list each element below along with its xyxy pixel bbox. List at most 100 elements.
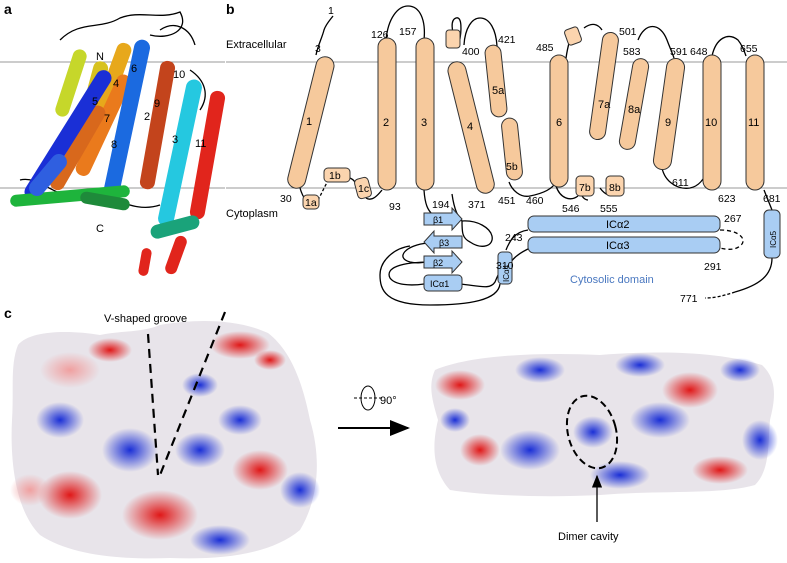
groove-dash-left (146, 333, 160, 476)
label-beta2: β2 (433, 258, 443, 268)
helix-1 (287, 56, 335, 189)
beta-strand-1 (423, 206, 463, 232)
patch-l12 (280, 472, 320, 508)
res-485: 485 (536, 42, 554, 54)
rotation-indicator: 90° (338, 385, 410, 436)
res-460: 460 (526, 195, 544, 207)
label-helix-9: 9 (665, 117, 671, 129)
label-ica3: ICα3 (606, 240, 629, 252)
res-648: 648 (690, 46, 708, 58)
loop-8a-9 (637, 25, 675, 59)
patch-l2 (88, 338, 132, 362)
cytosolic-domain (423, 206, 781, 292)
patch-l15 (182, 373, 218, 397)
helix-cartoon-3 (158, 79, 202, 227)
extracellular-label: Extracellular (226, 39, 287, 51)
res-3: 3 (315, 43, 321, 55)
coil-top (59, 11, 184, 41)
patch-l14 (190, 525, 250, 555)
helix-cartoon-teal (150, 215, 200, 239)
res-771: 771 (680, 293, 698, 305)
res-267: 267 (724, 213, 742, 225)
helix-cartoon-red-bottom (165, 235, 187, 275)
patch-l6 (175, 432, 225, 468)
helix-1c (354, 176, 372, 200)
label-helix-6: 6 (556, 117, 562, 129)
loop-10-11 (711, 35, 747, 57)
patch-r5 (720, 358, 760, 382)
res-681: 681 (763, 193, 781, 205)
res-546: 546 (562, 203, 580, 215)
helix-1a (302, 194, 320, 210)
res-1: 1 (328, 5, 334, 17)
helix-cartoon-top-yellow (55, 49, 87, 117)
panel-label-c: c (4, 305, 12, 321)
label-helix-8b: 8b (609, 182, 621, 194)
cartoon-num-6: 6 (131, 63, 137, 75)
label-helix-1: 1 (306, 116, 312, 128)
patch-r12 (440, 408, 470, 432)
helix-7b (575, 175, 595, 197)
res-371: 371 (468, 199, 486, 211)
helix-11 (745, 54, 765, 191)
helix-10 (702, 54, 722, 191)
helix-cartoon-green-horizontal (10, 185, 130, 207)
res-126: 126 (371, 29, 389, 41)
short-helices (302, 26, 625, 210)
patch-r7 (500, 430, 560, 470)
loop-ica2-ica3 (719, 229, 744, 250)
panel-a-cartoon: N C 5 4 6 7 2 9 8 10 3 11 (0, 11, 226, 276)
helix-cartoon-red-small (138, 248, 152, 276)
cytoplasm-label: Cytoplasm (226, 208, 278, 220)
surface-top-view: Dimer cavity (431, 352, 778, 543)
label-ica5: ICα5 (769, 230, 778, 248)
res-591: 591 (670, 46, 688, 58)
label-helix-3: 3 (421, 117, 427, 129)
coil-right (189, 69, 206, 111)
helix-8b (605, 175, 625, 197)
loop-b1-b3 (461, 220, 493, 247)
helix-cartoon-2 (101, 39, 151, 207)
coil-top-right (159, 25, 196, 46)
panel-b-topology: Extracellular Cytoplasm (226, 5, 787, 306)
panel-label-a: a (4, 1, 12, 17)
patch-l10 (38, 471, 102, 519)
label-helix-4: 4 (467, 121, 473, 133)
patch-l13 (36, 402, 84, 438)
helix-3 (415, 37, 435, 191)
beta-strand-2 (423, 249, 463, 275)
patch-r3 (615, 353, 665, 377)
patch-l4 (254, 350, 286, 370)
helix-small-485 (564, 26, 582, 46)
dimer-cavity-outline (565, 394, 619, 470)
helix-9 (652, 57, 686, 171)
patch-r10 (692, 456, 748, 484)
patch-l8 (232, 450, 288, 490)
patch-r13 (573, 416, 613, 448)
label-helix-10: 10 (705, 117, 717, 129)
cartoon-helices (10, 39, 226, 276)
cartoon-num-4: 4 (113, 78, 119, 90)
label-helix-11: 11 (748, 117, 759, 129)
loop-11-ica5 (763, 189, 773, 211)
patch-r1 (435, 370, 485, 400)
helix-cartoon-blue-short (29, 153, 67, 197)
patch-l5 (102, 428, 158, 472)
helix-5a (484, 44, 508, 118)
helix-ica5 (763, 209, 781, 259)
helix-6 (549, 54, 569, 188)
helix-labels: 1 2 3 4 5a 5b 6 7a 7b 8a 8b 9 10 11 1a 1… (305, 85, 778, 289)
patch-l7 (218, 405, 262, 435)
res-555: 555 (600, 203, 618, 215)
res-243: 243 (505, 232, 523, 244)
label-helix-1b: 1b (329, 170, 341, 182)
res-93: 93 (389, 201, 401, 213)
helix-ica2 (527, 215, 721, 233)
rotation-icon (360, 385, 376, 411)
helix-ica3 (527, 236, 721, 254)
patch-r6 (630, 402, 690, 438)
loop-b2-ica1 (388, 261, 433, 286)
loop-5b-6 (508, 181, 557, 197)
